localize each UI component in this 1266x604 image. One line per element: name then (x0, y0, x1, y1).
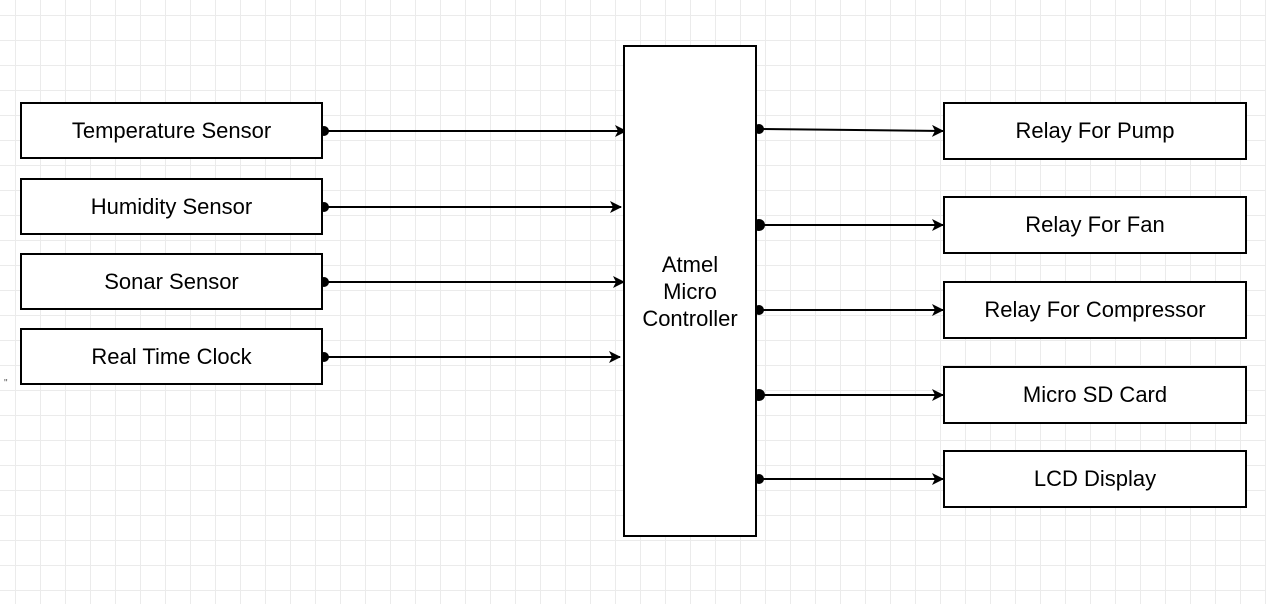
micro-controller-line-2: Micro (663, 278, 717, 304)
lcd-display-block[interactable]: LCD Display (943, 450, 1247, 508)
real-time-clock-block[interactable]: Real Time Clock (20, 328, 323, 385)
connector-lcd-display (754, 473, 944, 485)
micro-sd-card-block[interactable]: Micro SD Card (943, 366, 1247, 424)
relay-for-pump-label: Relay For Pump (1015, 118, 1175, 143)
connector-sonar-sensor (319, 276, 625, 288)
micro-controller-line-1: Atmel (661, 251, 719, 277)
connector-micro-sd-card (753, 389, 944, 401)
micro-controller-line-3: Controller (642, 305, 738, 331)
micro-sd-card-label: Micro SD Card (1022, 382, 1168, 407)
real-time-clock-label: Real Time Clock (91, 343, 252, 369)
lcd-display-label: LCD Display (1033, 466, 1157, 491)
connector-real-time-clock (319, 351, 621, 363)
connector-humidity-sensor (319, 201, 622, 213)
temperature-sensor-label: Temperature Sensor (71, 117, 272, 143)
humidity-sensor-label: Humidity Sensor (90, 193, 253, 219)
connector-relay-for-fan (753, 219, 944, 231)
temperature-sensor-block[interactable]: Temperature Sensor (20, 102, 323, 159)
sonar-sensor-block[interactable]: Sonar Sensor (20, 253, 323, 310)
edge-mark: " (4, 378, 8, 389)
sonar-sensor-label: Sonar Sensor (104, 268, 239, 294)
connector-relay-for-compressor (754, 304, 944, 316)
relay-for-compressor-label: Relay For Compressor (984, 297, 1206, 322)
micro-controller-block[interactable]: Atmel Micro Controller (623, 45, 757, 537)
relay-for-compressor-block[interactable]: Relay For Compressor (943, 281, 1247, 339)
connector-temperature-sensor (319, 125, 627, 137)
humidity-sensor-block[interactable]: Humidity Sensor (20, 178, 323, 235)
relay-for-pump-block[interactable]: Relay For Pump (943, 102, 1247, 160)
connector-relay-for-pump (754, 124, 944, 137)
relay-for-fan-label: Relay For Fan (1025, 212, 1165, 237)
relay-for-fan-block[interactable]: Relay For Fan (943, 196, 1247, 254)
